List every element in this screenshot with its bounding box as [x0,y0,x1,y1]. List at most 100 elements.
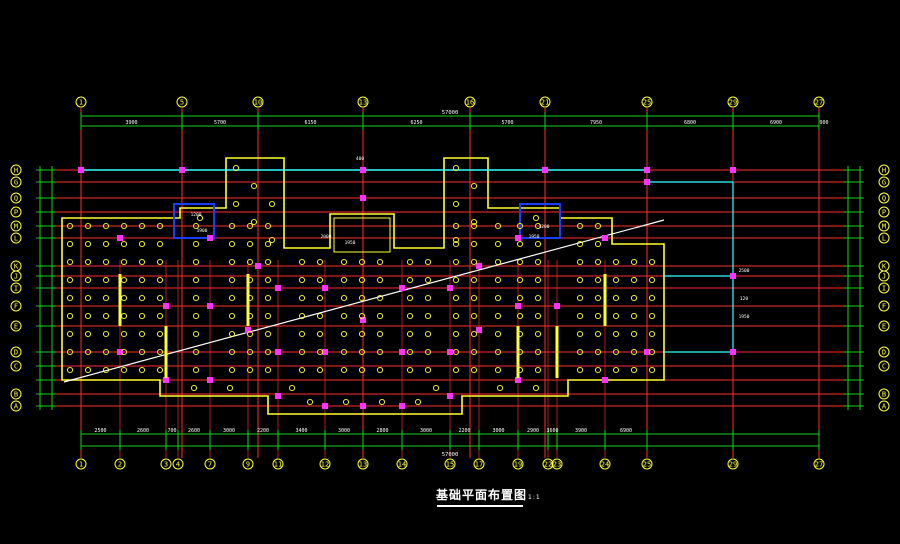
pile [66,366,74,374]
axis-bubble [160,458,172,470]
pile [120,312,128,320]
pile [376,366,384,374]
pile [470,258,478,266]
pile [246,312,254,320]
pile [102,330,110,338]
axis-label: D [14,348,18,356]
annotation-text: 120 [740,296,748,302]
pile [102,348,110,356]
axis-label: 23 [553,460,561,468]
axis-label: H [14,166,18,174]
axis-bubble [10,300,22,312]
pile [246,330,254,338]
pile [516,258,524,266]
total-dimension-bottom: 57000 [442,452,459,458]
pile [316,366,324,374]
axis-bubble [878,192,890,204]
pile [494,294,502,302]
pile [516,240,524,248]
pile [232,200,240,208]
column [447,393,453,399]
column [322,349,328,355]
column [78,167,84,173]
pile [376,330,384,338]
axis-label: E [14,322,18,330]
pile [192,294,200,302]
axis-bubble [444,458,456,470]
pile [246,348,254,356]
pile [630,294,638,302]
pile [594,222,602,230]
pile [648,276,656,284]
pile [494,348,502,356]
annotation-text: 1900 [197,228,208,234]
axis-label: M [14,222,18,230]
title-underline [437,505,523,507]
pile [516,312,524,320]
pile [424,258,432,266]
axis-bubble [272,458,284,470]
pile [534,294,542,302]
axis-label: P [14,208,18,216]
pile [340,330,348,338]
axis-label: C [882,362,886,370]
axis-label: 14 [398,460,406,468]
column [730,167,736,173]
pile [358,258,366,266]
pile [264,312,272,320]
pile [120,330,128,338]
annotation-text: 1950 [529,234,540,240]
axis-label: L [14,234,18,242]
axis-label: 9 [246,460,250,468]
pile [470,182,478,190]
axis-bubble [641,458,653,470]
column [515,235,521,241]
dimension-segment-bottom: 6900 [620,428,632,434]
dimension-segment-bottom: 3000 [338,428,350,434]
section-line [63,219,665,383]
pile [196,214,204,222]
axis-bubble [242,458,254,470]
pile [228,330,236,338]
dimension-segment-top: 7950 [590,120,602,126]
column [360,317,366,323]
column [322,403,328,409]
dimension-segment-bottom: 2900 [527,428,539,434]
axis-label: F [14,302,18,310]
pile [648,258,656,266]
pile [376,258,384,266]
pile [406,348,414,356]
pile [66,294,74,302]
pile [228,312,236,320]
pile [576,222,584,230]
elevator-pit-right [519,203,561,239]
pile [576,294,584,302]
column [255,263,261,269]
axis-label: L [882,234,886,242]
pile [576,240,584,248]
pile [156,366,164,374]
pile [246,240,254,248]
pile [228,258,236,266]
pile [470,312,478,320]
pile [138,222,146,230]
axis-bubble [10,232,22,244]
pile [340,258,348,266]
pile [576,258,584,266]
pile [630,330,638,338]
pile [102,366,110,374]
axis-bubble [878,300,890,312]
pile [102,294,110,302]
pile [268,200,276,208]
pile [340,312,348,320]
axis-bubble [551,458,563,470]
axis-label: G [14,178,18,186]
pile [534,276,542,284]
axis-bubble [813,96,825,108]
pile [494,330,502,338]
axis-label: 13 [359,98,367,106]
axis-bubble [512,458,524,470]
pile [264,366,272,374]
